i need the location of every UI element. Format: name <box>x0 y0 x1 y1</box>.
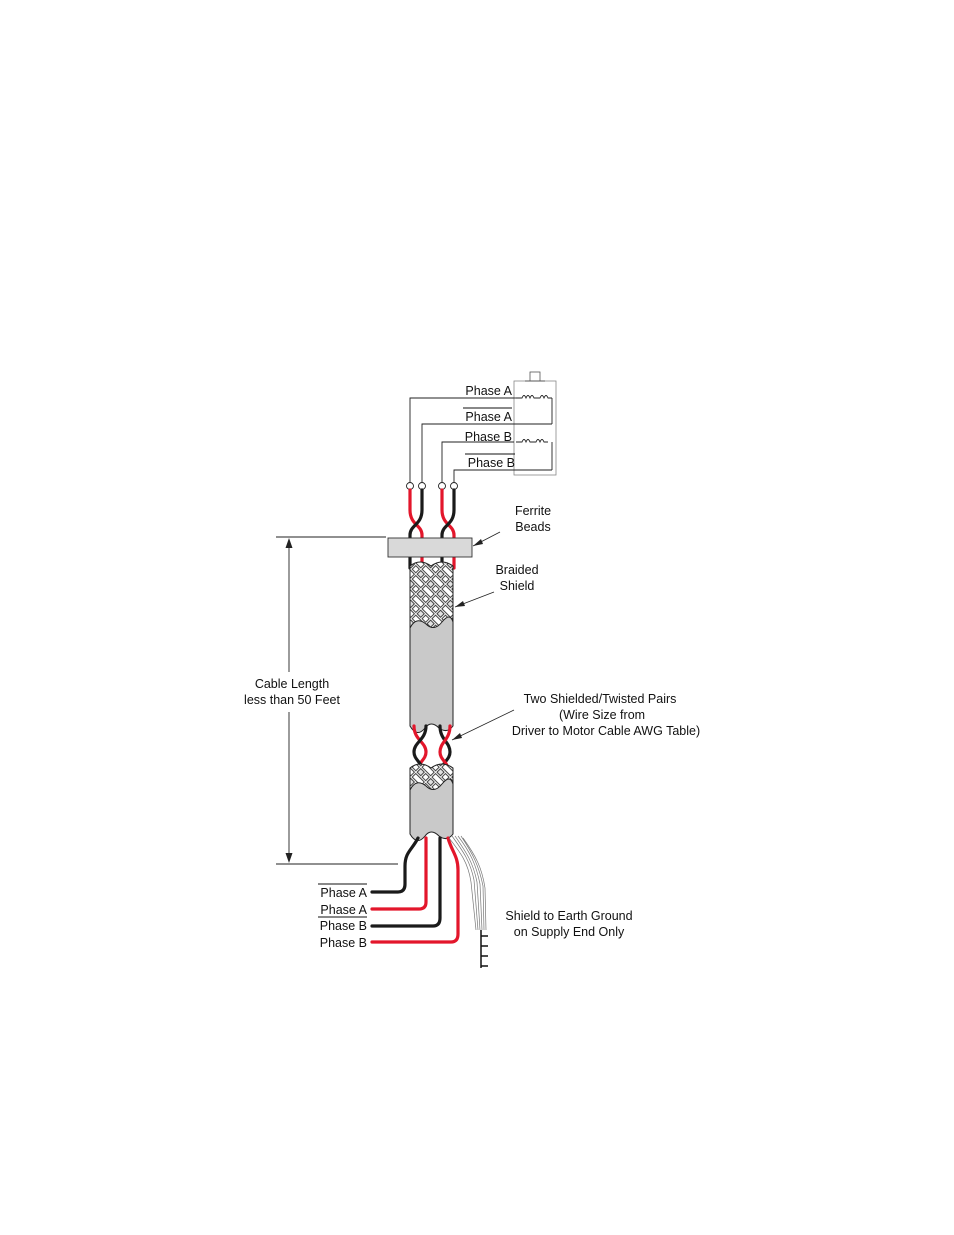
driver-label-phase-b-bar: Phase B <box>320 919 367 933</box>
arrow-icon <box>452 733 462 740</box>
ferrite-label-line1: Ferrite <box>515 504 551 518</box>
winding-b-icon <box>516 440 548 443</box>
cable-length-label-line1: Cable Length <box>255 677 329 691</box>
arrow-up-icon <box>286 538 293 548</box>
braided-label-line1: Braided <box>495 563 538 577</box>
terminal-posts <box>407 483 458 490</box>
bottom-wires <box>372 838 458 942</box>
twisted-pairs-label-line2: (Wire Size from <box>559 708 645 722</box>
driver-label-phase-b: Phase B <box>320 936 367 950</box>
motor-label-phase-b: Phase B <box>465 430 512 444</box>
winding-a-icon <box>516 396 552 399</box>
earth-ground-icon <box>481 930 488 968</box>
upper-jacket <box>410 617 453 733</box>
cable-length-label-line2: less than 50 Feet <box>244 693 340 707</box>
motor-label-phase-a-bar: Phase A <box>465 410 512 424</box>
twisted-pairs-label-line3: Driver to Motor Cable AWG Table) <box>512 724 700 738</box>
ferrite-label-line2: Beads <box>515 520 550 534</box>
braided-label-line2: Shield <box>500 579 535 593</box>
arrow-icon <box>455 601 465 607</box>
arrow-icon <box>473 539 483 546</box>
shield-ground-label-line2: on Supply End Only <box>514 925 625 939</box>
ferrite-bead <box>388 538 472 557</box>
twisted-pairs-label-line1: Two Shielded/Twisted Pairs <box>524 692 677 706</box>
motor-label-phase-b-bar: Phase B <box>468 456 515 470</box>
shield-drain-wires <box>449 836 486 930</box>
arrow-down-icon <box>286 853 293 863</box>
driver-label-phase-a-bar: Phase A <box>320 886 367 900</box>
motor-housing <box>514 381 556 475</box>
shield-ground-label-line1: Shield to Earth Ground <box>505 909 632 923</box>
motor-shaft <box>530 372 540 381</box>
motor-label-phase-a: Phase A <box>465 384 512 398</box>
motor-symbol <box>514 372 556 475</box>
driver-label-phase-a: Phase A <box>320 903 367 917</box>
